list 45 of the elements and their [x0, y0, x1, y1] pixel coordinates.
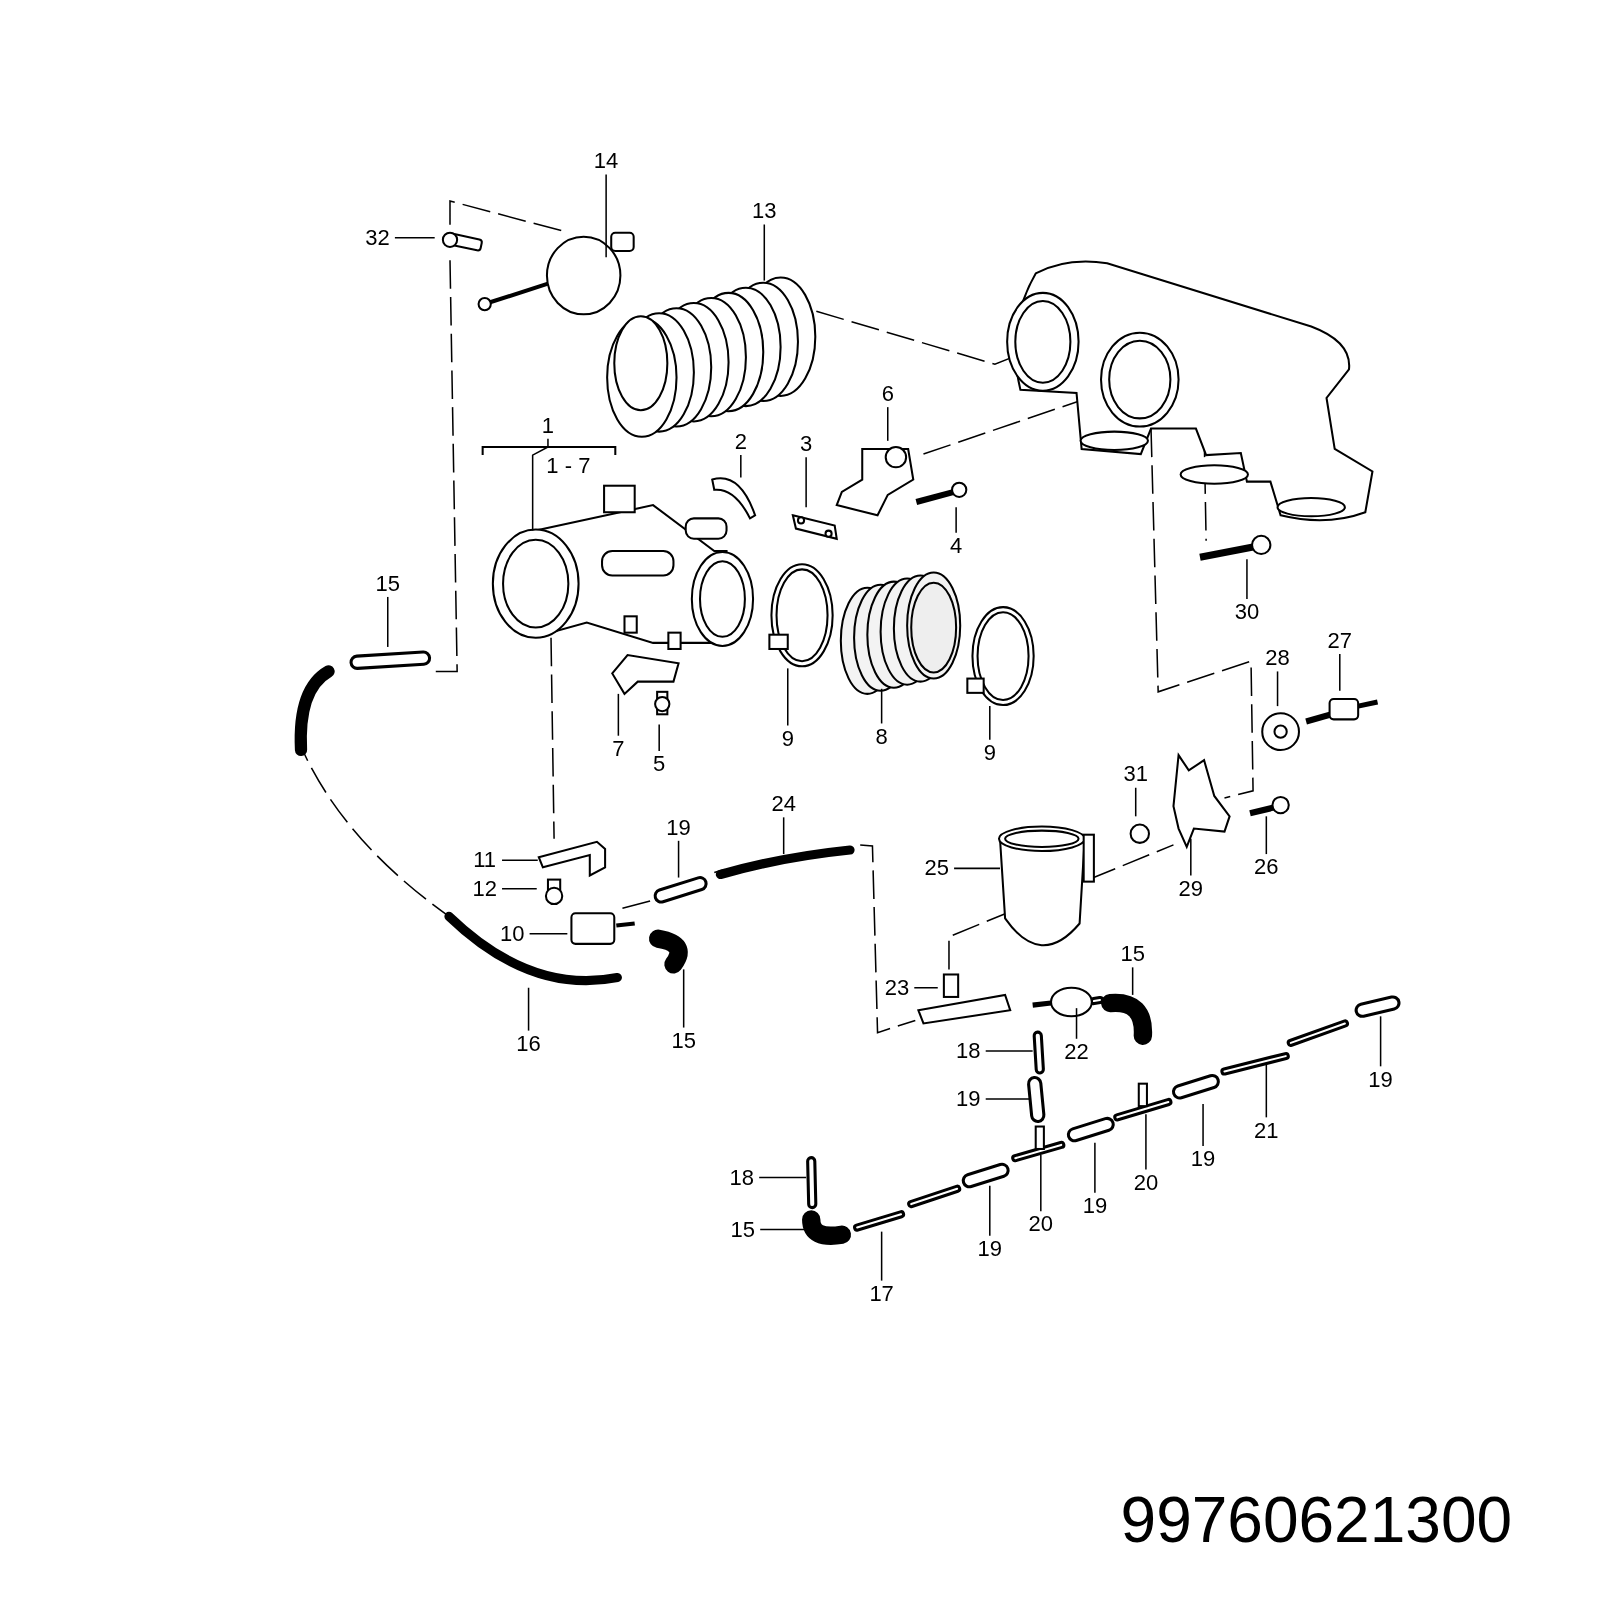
leader-line — [1276, 670, 1279, 707]
leader-line — [617, 693, 620, 737]
leader-line — [1094, 1142, 1096, 1194]
leader-line — [501, 888, 538, 890]
leader-line — [953, 867, 1001, 870]
range-label: 1 - 7 — [546, 455, 591, 478]
leader-line — [763, 223, 766, 282]
leader-line — [677, 840, 680, 879]
leader-line — [880, 1230, 883, 1282]
leader-line — [1040, 1154, 1042, 1212]
leader-line — [913, 987, 939, 989]
leader-line — [501, 859, 539, 861]
leader-line — [527, 987, 530, 1032]
leader-line — [955, 506, 957, 534]
leader-line — [682, 968, 685, 1029]
leader-line — [984, 1050, 1034, 1052]
leader-line — [1379, 1015, 1382, 1068]
leader-line — [1265, 1062, 1268, 1119]
leader-line — [989, 1184, 991, 1237]
leader-line — [387, 596, 389, 648]
leader-line — [887, 406, 889, 442]
leader-line — [880, 688, 883, 725]
leader-line — [658, 723, 660, 752]
leader-line — [1075, 1007, 1078, 1040]
leader-line — [1190, 838, 1192, 877]
part-number: 99760621300 — [1120, 1488, 1513, 1553]
leader-line — [787, 667, 789, 727]
leader-line — [1131, 966, 1134, 996]
leader-line — [605, 173, 607, 258]
leader-line — [1246, 558, 1248, 600]
leader-line — [759, 1228, 805, 1231]
leader-line — [1339, 653, 1341, 692]
leader-line — [528, 932, 569, 935]
leader-line — [531, 438, 549, 532]
leader-line — [782, 816, 785, 855]
leader-line — [1265, 815, 1268, 855]
leader-line — [989, 705, 991, 741]
leader-line — [394, 237, 436, 239]
leader-line — [1145, 1113, 1147, 1171]
leader-line — [1134, 787, 1137, 818]
leader-line — [758, 1176, 807, 1179]
leader-line — [805, 456, 807, 508]
leader-line — [984, 1098, 1032, 1100]
leader-line — [1202, 1103, 1204, 1147]
leader-line — [740, 454, 742, 479]
